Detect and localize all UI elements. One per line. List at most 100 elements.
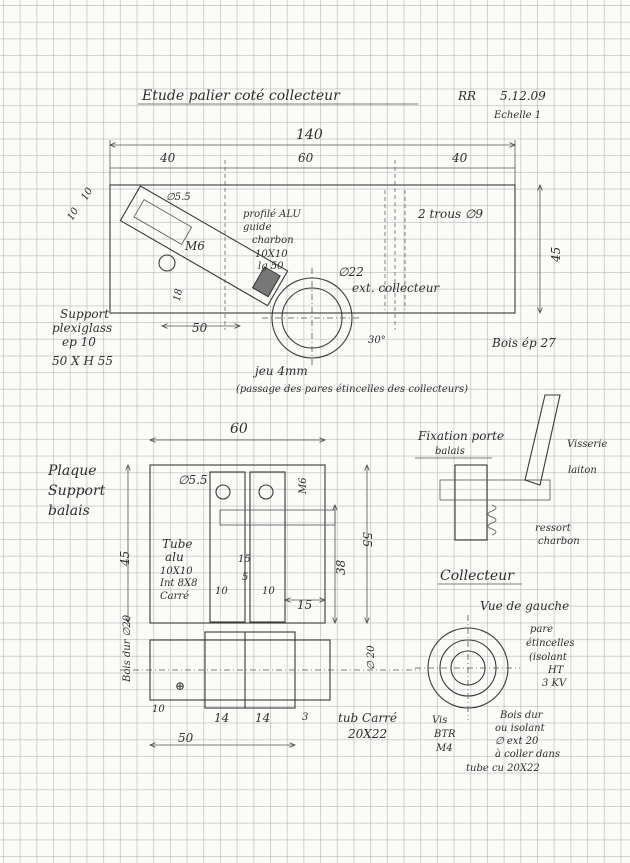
brush-holder-inclined — [119, 185, 289, 307]
label-profile-1: profilé ALU — [243, 209, 301, 220]
crocodile-clip — [524, 394, 561, 486]
label-dia55-top: ∅5.5 — [166, 192, 191, 203]
label-tube-4: Int 8X8 — [159, 578, 197, 589]
label-core-3: ∅ ext 20 — [495, 736, 539, 747]
label-left-view: Vue de gauche — [480, 599, 569, 613]
label-spark-4: HT — [547, 665, 565, 676]
brush-plate-view: Plaque Support balais 60 ∅5.5 M6 Tube al… — [47, 421, 374, 623]
label-tube-5: Carré — [160, 591, 189, 602]
dim-140: 140 — [296, 127, 323, 143]
label-tube-1: Tube — [162, 537, 193, 551]
label-m6-plate: M6 — [298, 477, 309, 495]
label-profile-4: 10X10 — [255, 249, 288, 260]
hole-left — [215, 484, 231, 500]
plate-title-3: balais — [48, 503, 90, 519]
dim-45: 45 — [549, 247, 563, 263]
dim-14-b: 14 — [255, 711, 270, 725]
plate-outline — [149, 464, 326, 624]
label-spark-1: pare — [530, 624, 553, 635]
brush-holder-fixing: Fixation porte balais Visserie laiton re… — [415, 394, 607, 547]
label-core-4: à coller dans — [495, 749, 560, 760]
plate-title-1: Plaque — [47, 463, 97, 479]
label-core-5: tube cu 20X22 — [466, 763, 540, 774]
label-dia55-plate: ∅5.5 — [178, 473, 208, 487]
wood-base-plate — [109, 184, 516, 314]
hole-right — [258, 484, 274, 500]
label-angle: 30° — [368, 335, 386, 346]
dim-18: 18 — [172, 288, 185, 302]
dim-40-left: 40 — [159, 151, 176, 165]
dim-3: 3 — [302, 712, 308, 723]
dim-14-a: 14 — [214, 711, 229, 725]
dim-50-top: 50 — [192, 321, 208, 335]
dim-10-left: 10 — [215, 586, 228, 597]
commutator-view: Collecteur Vue de gauche pare étincelles… — [415, 568, 575, 774]
dim-60-plate: 60 — [230, 421, 248, 437]
tube-right — [249, 471, 286, 623]
fixing-tube — [454, 464, 488, 541]
label-gap: jeu 4mm — [252, 364, 308, 378]
dim-55: 55 — [360, 532, 374, 547]
label-commutator-ext: ext. collecteur — [352, 281, 440, 295]
dim-10-profile: 10 — [152, 704, 165, 715]
dim-38: 38 — [334, 559, 348, 575]
fixing-screw — [439, 479, 551, 501]
dim-10-right: 10 — [262, 586, 275, 597]
fixing-title-1: Fixation porte — [417, 429, 504, 443]
tube-left — [209, 471, 246, 623]
plate-title-2: Support — [48, 483, 106, 499]
label-gap-note: (passage des pares étincelles des collec… — [236, 384, 468, 395]
drawing-scale: Echelle 1 — [493, 110, 541, 121]
m6-screw-plate — [219, 509, 336, 526]
label-support-3: ep 10 — [62, 335, 96, 349]
label-wood: Bois ép 27 — [491, 336, 556, 350]
dim-45-plate: 45 — [118, 551, 132, 567]
label-support-2: plexiglass — [52, 321, 112, 335]
dim-40-right: 40 — [451, 151, 468, 165]
label-core-1: Bois dur — [499, 710, 544, 721]
label-m6: M6 — [184, 239, 205, 253]
label-screw-1: Vis — [432, 715, 447, 726]
label-tube-3: 10X10 — [160, 566, 193, 577]
top-view: 140 40 60 40 45 2 trous ∅9 ∅22 ext. coll… — [52, 127, 563, 395]
label-profile-5: lg 50 — [258, 261, 284, 272]
label-screw-3: M4 — [435, 743, 453, 754]
label-spring: ressort — [535, 523, 572, 534]
m6-screw-top — [158, 254, 176, 272]
brush-guide-profile — [119, 185, 289, 307]
label-commutator-dia: ∅22 — [338, 265, 364, 279]
commutator-title: Collecteur — [440, 568, 515, 584]
screw-symbol: ⊕ — [175, 679, 185, 693]
dim-50-profile: 50 — [178, 731, 194, 745]
label-profile-2: guide — [243, 222, 271, 233]
label-tube-square-2: 20X22 — [347, 727, 387, 741]
dim-10-a: 10 — [65, 205, 81, 222]
brush-support-plate — [133, 199, 193, 245]
label-carbon: charbon — [538, 536, 580, 547]
dim-15-inner: 15 — [238, 554, 251, 565]
label-spark-3: (isolant — [529, 652, 568, 663]
spring — [487, 504, 497, 536]
label-screw-2: BTR — [433, 729, 456, 740]
author-initials: RR — [457, 89, 476, 103]
label-hardwood-bar: Bois dur ∅20 — [122, 614, 133, 683]
label-spark-5: 3 KV — [542, 678, 568, 689]
label-profile-3: charbon — [252, 235, 294, 246]
dim-60: 60 — [298, 151, 314, 165]
label-support-1: Support — [60, 307, 109, 321]
label-tube-square-1: tub Carré — [338, 711, 397, 725]
fixing-title-2: balais — [435, 446, 465, 457]
drawing-title: Etude palier coté collecteur — [141, 88, 341, 104]
label-brass: laiton — [568, 465, 597, 476]
dim-10-b: 10 — [79, 185, 95, 202]
label-holes: 2 trous ∅9 — [417, 207, 483, 221]
label-core-2: ou isolant — [495, 723, 546, 734]
dim-5: 5 — [242, 572, 248, 583]
label-tube-2: alu — [165, 550, 184, 564]
profile-view: ⊕ Bois dur ∅20 ∅ 20 10 14 14 3 50 tub Ca… — [120, 614, 420, 745]
label-spark-2: étincelles — [526, 638, 575, 649]
carbon-brush — [251, 266, 281, 298]
drawing-date: 5.12.09 — [500, 89, 546, 103]
